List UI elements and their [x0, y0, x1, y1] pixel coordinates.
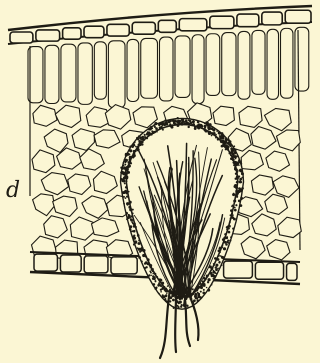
figure-label: d [6, 180, 20, 202]
upper-epidermis [8, 6, 312, 44]
